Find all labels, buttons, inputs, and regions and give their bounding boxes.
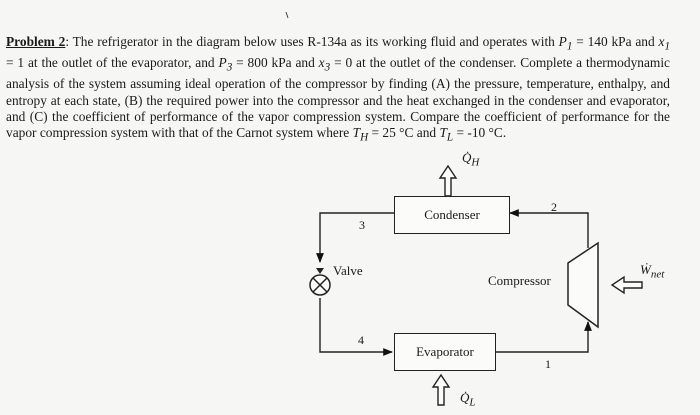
problem-text-3: = 1 at the outlet of the evaporator, and <box>6 55 219 71</box>
pipe-state-1 <box>493 321 592 353</box>
var-th-sub: H <box>360 132 369 145</box>
problem-text-6: = 25 °C and <box>368 125 440 141</box>
var-tl-sub: L <box>446 132 454 145</box>
problem-text-2: = 140 kPa and <box>572 34 659 49</box>
var-x1-sub: 1 <box>664 40 671 53</box>
var-p3-sub: 3 <box>226 61 233 74</box>
var-th: T <box>352 125 361 141</box>
wnet-arrow <box>610 275 643 295</box>
condenser-label: Condenser <box>424 207 480 222</box>
ql-arrow <box>431 373 451 406</box>
var-x3: x <box>318 55 325 71</box>
stray-mark <box>285 11 289 19</box>
problem-statement: Problem 2: The refrigerator in the diagr… <box>6 34 670 146</box>
var-p3: P <box>218 55 227 71</box>
evaporator-box: Evaporator <box>394 333 496 371</box>
wnet-label: Ẇnet <box>640 262 665 281</box>
var-x1: x <box>658 34 665 49</box>
state-1-label: 1 <box>545 357 551 371</box>
state-3-label: 3 <box>359 218 365 232</box>
condenser-box: Condenser <box>394 196 510 234</box>
problem-text-7: = -10 °C. <box>453 125 507 141</box>
evaporator-label: Evaporator <box>416 344 474 359</box>
qh-arrow <box>438 164 458 197</box>
var-tl: T <box>439 125 447 141</box>
valve-x-2 <box>312 277 328 293</box>
var-x3-sub: 3 <box>324 61 331 74</box>
valve-label: Valve <box>333 263 363 278</box>
ql-label: Q̇L <box>460 390 476 409</box>
var-p1: P <box>558 34 567 49</box>
problem-text-5: = 0 at the outlet of the condenser. Comp… <box>6 55 670 141</box>
qh-label: Q̇H <box>462 150 480 169</box>
problem-text-1: : The refrigerator in the diagram below … <box>65 34 559 49</box>
problem-text-4: = 800 kPa and <box>232 55 319 71</box>
state-4-label: 4 <box>358 333 364 347</box>
var-p1-sub: 1 <box>566 40 573 53</box>
compressor-label: Compressor <box>488 273 551 288</box>
pipe-state-4 <box>319 298 393 356</box>
pipe-state-2 <box>509 209 589 248</box>
compressor-symbol <box>567 241 599 329</box>
problem-label: Problem 2 <box>6 34 66 49</box>
valve-stem <box>316 268 324 274</box>
state-2-label: 2 <box>551 200 557 214</box>
pipe-state-3 <box>316 212 394 263</box>
